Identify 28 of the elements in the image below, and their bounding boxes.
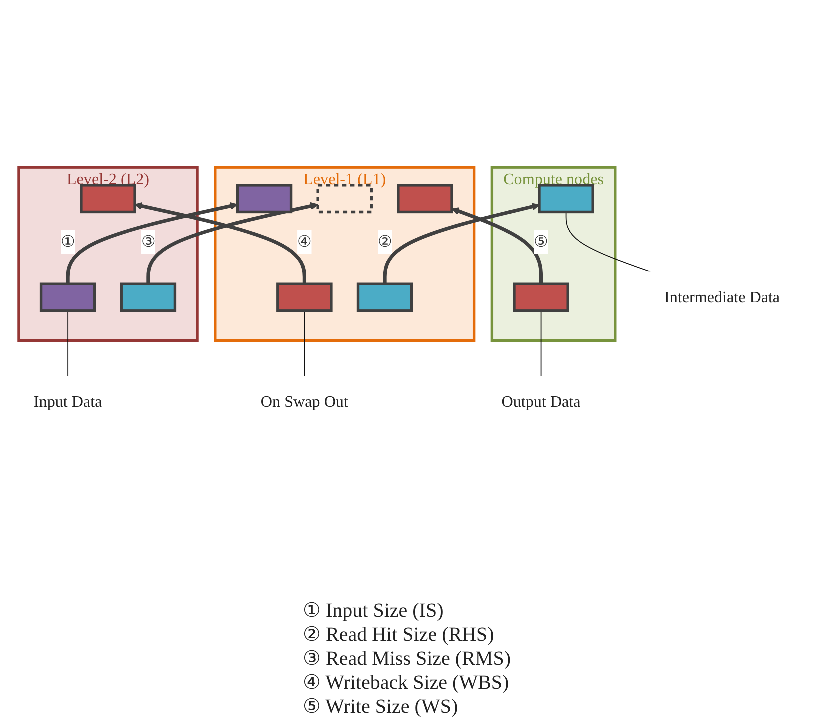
edge-label: ① — [60, 232, 76, 251]
node-box — [236, 184, 293, 214]
legend-entry: ③ Read Miss Size (RMS) — [303, 647, 511, 671]
edge-label: ④ — [298, 232, 312, 251]
arrow — [383, 203, 540, 284]
node-box — [356, 282, 414, 312]
legend-entry: ⑤ Write Size (WS) — [303, 695, 460, 719]
node-box — [397, 184, 454, 214]
edge-label: ⑤ — [534, 232, 548, 251]
connector — [68, 310, 69, 377]
node-text: Output Data — [502, 392, 581, 410]
node-box — [120, 282, 177, 312]
connector — [540, 310, 542, 377]
connector — [566, 212, 652, 272]
legend-entry: ④ Writeback Size (WBS) — [303, 671, 510, 695]
legend-entry: ② Read Hit Size (RHS) — [303, 623, 496, 647]
node-box — [40, 282, 96, 312]
connector — [304, 310, 306, 377]
node-text: Intermediate Data — [664, 288, 780, 306]
legend-entry: ① Input Size (IS) — [303, 599, 445, 623]
edge-label: ③ — [141, 232, 156, 251]
node-text: On Swap Out — [260, 392, 348, 410]
node-box — [276, 282, 333, 312]
edge-label: ② — [378, 232, 392, 251]
node-text: Input Data — [34, 392, 102, 410]
node-box — [513, 282, 570, 312]
arrow — [66, 202, 238, 284]
arrow — [452, 208, 544, 284]
